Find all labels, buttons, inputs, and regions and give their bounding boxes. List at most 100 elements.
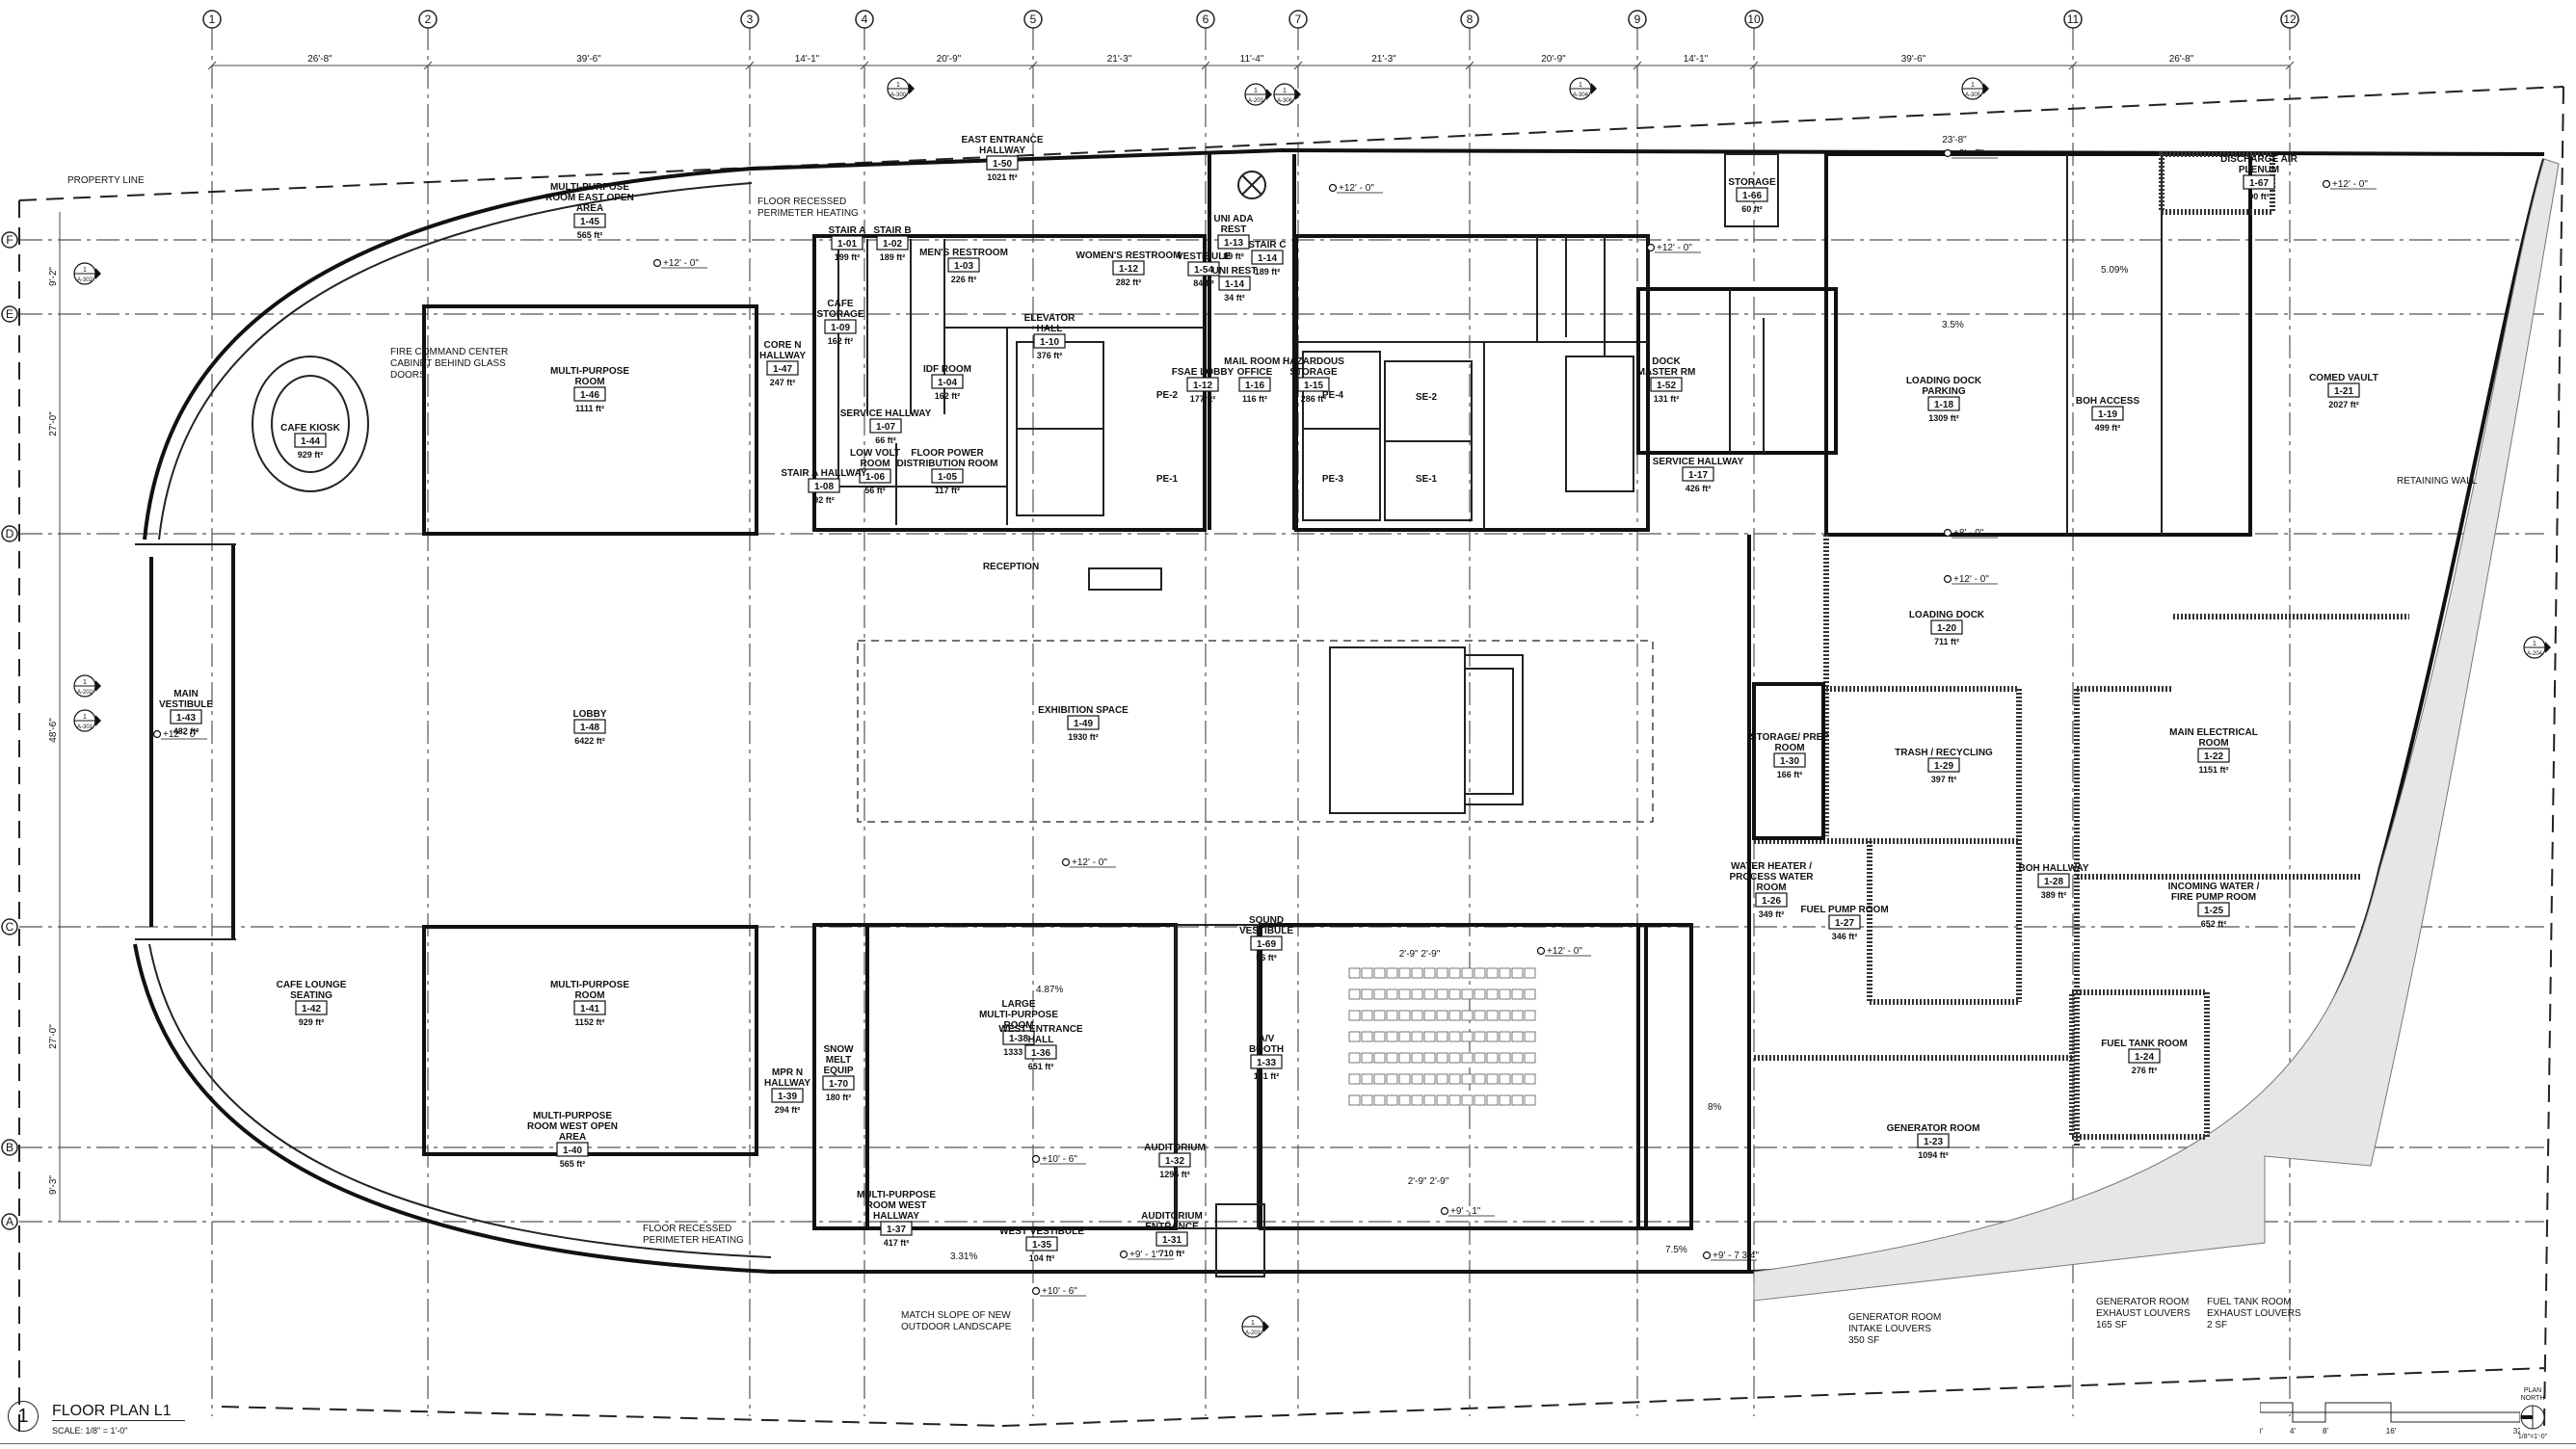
section-marker-A-203[interactable]: 1A-203 [1244, 83, 1272, 106]
room-name: SNOW [823, 1044, 854, 1055]
room-number-box [556, 1142, 589, 1157]
elevation-value: +10' - 6" [1042, 1286, 1077, 1297]
note-text: FIRE COMMAND CENTER [390, 347, 508, 357]
room-name: DISCHARGE AIR [2220, 154, 2297, 165]
section-marker-A-302[interactable]: 1A-302 [73, 262, 101, 285]
room-area: 1296 ft² [1159, 1170, 1190, 1179]
room-number-box [808, 478, 840, 493]
room-name: BOH ACCESS [2076, 396, 2140, 407]
room-number-box [1025, 1236, 1058, 1251]
section-marker-A-301[interactable]: 1A-301 [73, 709, 101, 732]
room-area: 929 ft² [298, 450, 324, 460]
section-marker-A-202[interactable]: 1A-202 [73, 674, 101, 698]
room-number-box [170, 709, 202, 724]
room-number-box [2243, 174, 2275, 190]
grid-label: 11 [2067, 13, 2080, 26]
section-sheet: A-305 [1965, 92, 1981, 98]
room-area: 226 ft² [951, 275, 977, 284]
room-name: SERVICE HALLWAY [1653, 457, 1744, 467]
room-number: 1-66 [1742, 191, 1762, 201]
room-name: MULTI-PURPOSE [857, 1190, 936, 1200]
section-marker-A-201[interactable]: 1A-201 [1241, 1315, 1269, 1338]
room-name: PLENUM [2239, 165, 2279, 175]
grid-label: 10 [1747, 13, 1761, 26]
east-entrance-skylight-symbol [1237, 171, 1266, 199]
room-number-box [822, 1075, 855, 1091]
room-area: 2027 ft² [2328, 400, 2359, 409]
room-number: 1-67 [2249, 178, 2269, 189]
room-number-box [2128, 1048, 2161, 1064]
room-area: 166 ft² [1777, 770, 1803, 779]
room-tag[interactable]: RECEPTION [983, 562, 1039, 572]
svg-text:1: 1 [1579, 82, 1582, 89]
section-marker-A-305[interactable]: 1A-305 [1961, 77, 1989, 100]
section-marker-A-204[interactable]: 1A-204 [2523, 636, 2551, 659]
room-name: UNI REST [1212, 266, 1258, 277]
room-area: 89 ft² [1223, 251, 1244, 261]
note-text: GENERATOR ROOM [2096, 1297, 2189, 1307]
room-name: ENTRANCE [1145, 1222, 1199, 1232]
section-marker-A-306[interactable]: 1A-306 [1273, 83, 1301, 106]
spot-elevation: +9' - 7" [1943, 148, 1998, 159]
section-marker-A-300[interactable]: 1A-300 [887, 77, 915, 100]
room-area: 92 ft² [813, 495, 835, 505]
section-marker-A-304[interactable]: 1A-304 [1569, 77, 1597, 100]
